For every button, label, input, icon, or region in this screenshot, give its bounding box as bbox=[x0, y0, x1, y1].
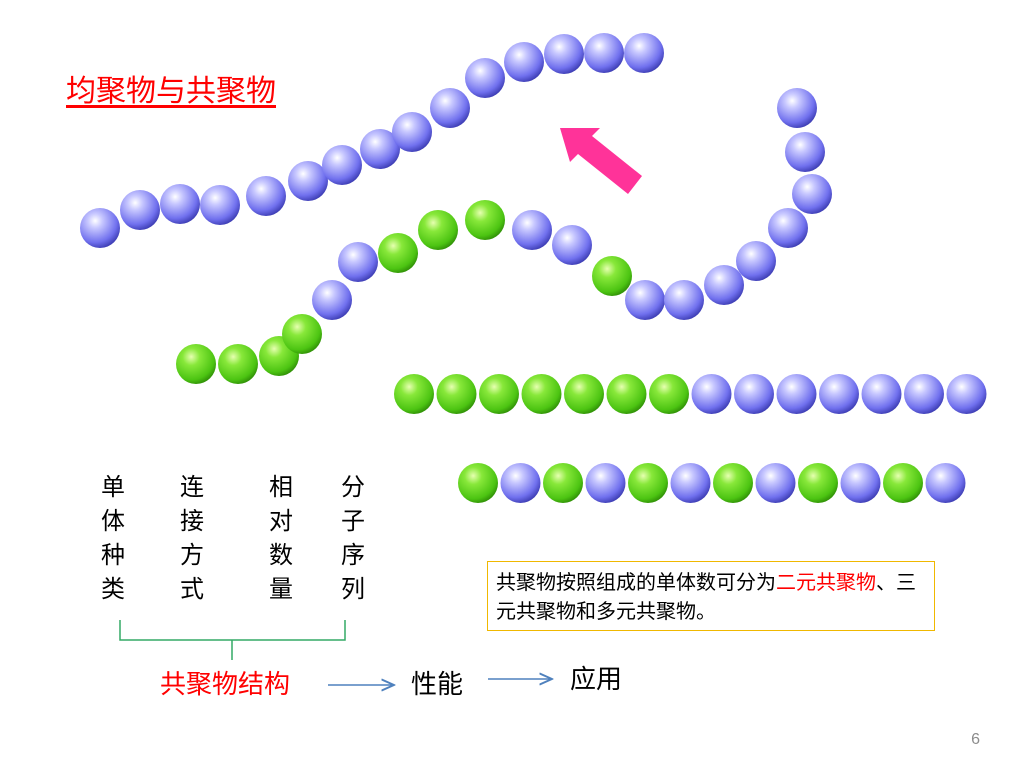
blue-monomer-bead bbox=[584, 33, 624, 73]
factor-char: 序 bbox=[341, 541, 365, 569]
blue-monomer-bead bbox=[430, 88, 470, 128]
green-monomer-bead bbox=[479, 374, 519, 414]
green-monomer-bead bbox=[713, 463, 753, 503]
blue-monomer-bead bbox=[755, 463, 796, 503]
green-monomer-bead bbox=[458, 463, 498, 503]
factor-char: 量 bbox=[269, 575, 293, 603]
blue-monomer-bead bbox=[819, 374, 859, 414]
factor-char: 式 bbox=[180, 575, 204, 603]
blue-monomer-bead bbox=[792, 174, 832, 214]
blue-monomer-bead bbox=[904, 374, 944, 414]
factor-char: 种 bbox=[101, 541, 125, 569]
blue-monomer-bead bbox=[552, 225, 592, 265]
blue-monomer-bead bbox=[840, 463, 881, 503]
green-monomer-bead bbox=[649, 374, 689, 414]
blue-monomer-bead bbox=[500, 463, 541, 503]
pink-arrow-icon bbox=[560, 128, 642, 194]
note-text-end: 、三元共聚物和多元共聚物。 bbox=[496, 570, 916, 623]
note-text: 共聚物按照组成的单体数可分为 bbox=[496, 570, 776, 594]
blue-monomer-bead bbox=[120, 190, 160, 230]
blue-monomer-bead bbox=[625, 280, 665, 320]
factor-relative-amount: 相 对 数 量 bbox=[264, 470, 298, 606]
green-monomer-bead bbox=[592, 256, 632, 296]
factor-char: 单 bbox=[101, 473, 125, 501]
green-monomer-bead bbox=[543, 463, 583, 503]
blue-monomer-bead bbox=[544, 34, 584, 74]
blue-monomer-bead bbox=[704, 265, 744, 305]
factor-char: 连 bbox=[180, 473, 204, 501]
blue-monomer-bead bbox=[925, 463, 966, 503]
green-monomer-bead bbox=[218, 344, 258, 384]
flow-structure-label: 共聚物结构 bbox=[160, 670, 291, 700]
factor-molecular-sequence: 分 子 序 列 bbox=[336, 470, 370, 606]
green-monomer-bead bbox=[378, 233, 418, 273]
blue-monomer-bead bbox=[465, 58, 505, 98]
factor-char: 对 bbox=[269, 507, 293, 535]
blue-monomer-bead bbox=[768, 208, 808, 248]
flow-property-label: 性能 bbox=[411, 670, 464, 700]
green-monomer-bead bbox=[176, 344, 216, 384]
blue-monomer-bead bbox=[776, 374, 817, 414]
blue-monomer-bead bbox=[322, 145, 362, 185]
factor-char: 接 bbox=[180, 507, 204, 535]
blue-monomer-bead bbox=[200, 185, 240, 225]
green-monomer-bead bbox=[436, 374, 477, 414]
blue-monomer-bead bbox=[246, 176, 286, 216]
blue-monomer-bead bbox=[946, 374, 987, 414]
blue-monomer-bead bbox=[360, 129, 400, 169]
factor-monomer-type: 单 体 种 类 bbox=[96, 470, 130, 606]
blue-monomer-bead bbox=[664, 280, 704, 320]
blue-monomer-bead bbox=[512, 210, 552, 250]
blue-monomer-bead bbox=[504, 42, 544, 82]
slide-title: 均聚物与共聚物 bbox=[66, 74, 276, 109]
blue-monomer-bead bbox=[585, 463, 626, 503]
factor-char: 体 bbox=[101, 507, 125, 535]
green-monomer-bead bbox=[465, 200, 505, 240]
factor-char: 方 bbox=[180, 541, 204, 569]
blue-monomer-bead bbox=[80, 208, 120, 248]
green-monomer-bead bbox=[418, 210, 458, 250]
page-number: 6 bbox=[971, 731, 980, 748]
blue-monomer-bead bbox=[785, 132, 825, 172]
blue-monomer-bead bbox=[734, 374, 774, 414]
green-monomer-bead bbox=[521, 374, 562, 414]
blue-monomer-bead bbox=[288, 161, 328, 201]
factor-char: 子 bbox=[341, 507, 365, 535]
green-monomer-bead bbox=[883, 463, 923, 503]
blue-monomer-bead bbox=[338, 242, 378, 282]
factor-char: 类 bbox=[101, 575, 125, 603]
blue-monomer-bead bbox=[392, 112, 432, 152]
factor-char: 列 bbox=[341, 575, 365, 603]
green-monomer-bead bbox=[564, 374, 604, 414]
factor-linkage-mode: 连 接 方 式 bbox=[175, 470, 209, 606]
flow-application-label: 应用 bbox=[570, 665, 623, 695]
green-monomer-bead bbox=[606, 374, 647, 414]
factor-char: 数 bbox=[269, 541, 293, 569]
blue-monomer-bead bbox=[861, 374, 902, 414]
factor-char: 相 bbox=[269, 473, 293, 501]
blue-monomer-bead bbox=[670, 463, 711, 503]
green-monomer-bead bbox=[798, 463, 838, 503]
blue-monomer-bead bbox=[777, 88, 817, 128]
blue-monomer-bead bbox=[736, 241, 776, 281]
note-highlight: 二元共聚物 bbox=[776, 570, 876, 594]
blue-monomer-bead bbox=[160, 184, 200, 224]
blue-monomer-bead bbox=[624, 33, 664, 73]
green-monomer-bead bbox=[282, 314, 322, 354]
blue-monomer-bead bbox=[312, 280, 352, 320]
copolymer-note-box: 共聚物按照组成的单体数可分为二元共聚物、三元共聚物和多元共聚物。 bbox=[487, 561, 935, 631]
monomer-beads bbox=[80, 33, 987, 503]
factor-bracket bbox=[119, 620, 346, 660]
green-monomer-bead bbox=[628, 463, 668, 503]
blue-monomer-bead bbox=[691, 374, 732, 414]
green-monomer-bead bbox=[394, 374, 434, 414]
factor-char: 分 bbox=[341, 473, 365, 501]
